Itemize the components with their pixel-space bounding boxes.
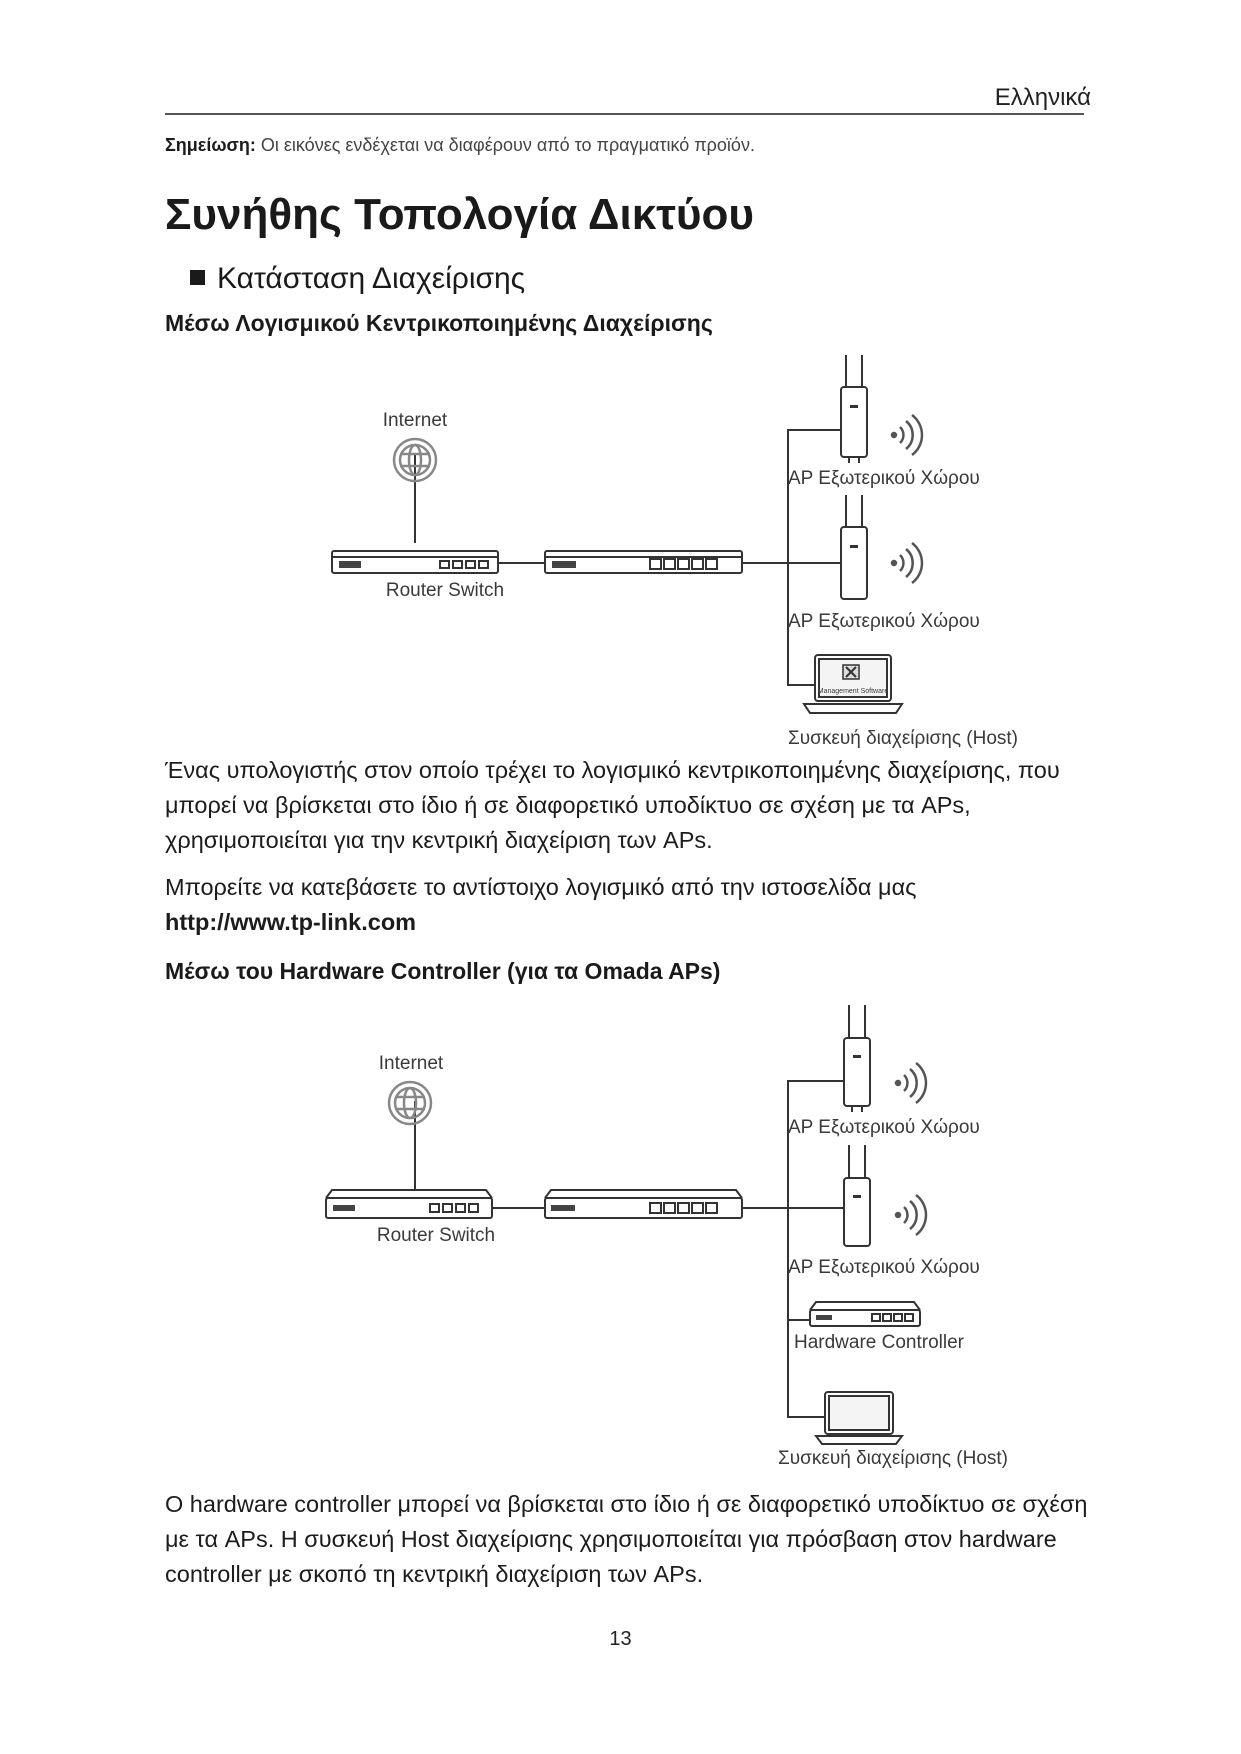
hardware-controller-label: Hardware Controller [794, 1332, 965, 1353]
internet-label: Internet [379, 1053, 444, 1074]
wifi-signal-icon [896, 1063, 926, 1103]
header-rule [165, 113, 1084, 115]
wifi-signal-icon [892, 415, 922, 455]
page-title: Συνήθης Τοπολογία Δικτύου [165, 190, 754, 240]
page-number: 13 [0, 1628, 1241, 1651]
section-hardware-heading: Μέσω του Hardware Controller (για τα Oma… [165, 958, 720, 985]
note-label: Σημείωση: [165, 135, 256, 155]
outdoor-ap-icon [841, 355, 867, 463]
switch-device [545, 551, 742, 573]
ap-label-1: AP Εξωτερικού Χώρου [788, 468, 980, 489]
hardware-controller-device [810, 1302, 920, 1326]
host-label: Συσκευή διαχείρισης (Host) [778, 1448, 1008, 1469]
outdoor-ap-icon [844, 1005, 870, 1112]
ap-label-2: AP Εξωτερικού Χώρου [788, 1257, 980, 1278]
outdoor-ap-icon [841, 495, 867, 599]
wifi-signal-icon [896, 1195, 926, 1235]
topology-diagram-software: Internet Router Switch AP Εξωτερικού Χώρ… [0, 345, 1241, 765]
management-software-label: Management Software [818, 688, 889, 695]
language-label: Ελληνικά [995, 84, 1091, 112]
host-label: Συσκευή διαχείρισης (Host) [788, 728, 1018, 749]
router-switch-device [326, 1190, 492, 1218]
tp-link-url-link[interactable]: http://www.tp-link.com [165, 905, 1105, 940]
section-software-paragraph: Ένας υπολογιστής στον οποίο τρέχει το λο… [165, 753, 1105, 858]
note: Σημείωση: Οι εικόνες ενδέχεται να διαφέρ… [165, 135, 755, 156]
wifi-signal-icon [892, 543, 922, 583]
management-software-icon [843, 665, 859, 679]
outdoor-ap-icon [844, 1145, 870, 1246]
square-bullet-icon [190, 270, 205, 285]
internet-globe-icon [389, 1082, 431, 1124]
note-text: Οι εικόνες ενδέχεται να διαφέρουν από το… [256, 135, 755, 155]
download-paragraph: Μπορείτε να κατεβάσετε το αντίστοιχο λογ… [165, 870, 1105, 905]
section-hardware-text: Ο hardware controller μπορεί να βρίσκετα… [165, 1487, 1105, 1592]
switch-device [545, 1190, 742, 1218]
internet-label: Internet [383, 410, 448, 431]
topology-diagram-hardware: Internet Router Switch AP Εξωτερικού Χώρ… [0, 995, 1241, 1470]
ap-label-2: AP Εξωτερικού Χώρου [788, 611, 980, 632]
section-software-text: Ένας υπολογιστής στον οποίο τρέχει το λο… [165, 753, 1105, 940]
section-software-heading: Μέσω Λογισμικού Κεντρικοποιημένης Διαχεί… [165, 310, 713, 337]
laptop-icon [804, 655, 902, 713]
laptop-icon [816, 1392, 902, 1444]
management-mode-heading: Κατάσταση Διαχείρισης [190, 262, 525, 296]
management-mode-label: Κατάσταση Διαχείρισης [217, 262, 525, 295]
router-switch-device [332, 551, 498, 573]
section-hardware-paragraph: Ο hardware controller μπορεί να βρίσκετα… [165, 1487, 1105, 1592]
router-switch-label: Router Switch [386, 580, 504, 601]
router-switch-label: Router Switch [377, 1225, 495, 1246]
ap-label-1: AP Εξωτερικού Χώρου [788, 1117, 980, 1138]
